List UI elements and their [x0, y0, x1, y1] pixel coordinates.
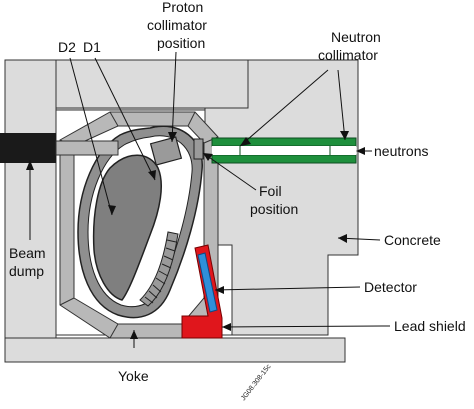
arrow-d2 [108, 205, 116, 215]
detector-assembly [181, 244, 223, 339]
label-detector: Detector [364, 279, 417, 295]
label-foil-line1: Foil [259, 183, 282, 199]
collimator-lower-plate [211, 154, 357, 164]
leader-foil [202, 152, 257, 191]
arrow-beam [26, 160, 34, 170]
arrow-detector [215, 286, 224, 294]
concrete-base [4, 337, 346, 363]
yoke-seam-6 [109, 323, 119, 339]
arrow-lead [222, 323, 231, 331]
beam-dump-block [0, 133, 56, 163]
arrow-neutron-right [340, 131, 349, 140]
arrow-neutron-left [240, 137, 251, 146]
label-d1: D1 [83, 39, 101, 55]
yoke-seam-7 [59, 297, 75, 306]
label-d2: D2 [58, 39, 76, 55]
label-beam-line2: dump [9, 263, 44, 279]
leader-neutron-right [337, 69, 346, 141]
label-neutrons: neutrons [374, 143, 428, 159]
leader-neutron-left [239, 69, 329, 147]
dee-ribbing [139, 231, 179, 307]
leader-d1 [94, 57, 156, 181]
neutron-collimator [211, 137, 357, 164]
detector [197, 252, 218, 313]
beam-pipe [55, 140, 119, 156]
leader-detector [214, 286, 361, 291]
label-neutron-line1: Neutron [331, 29, 381, 45]
label-neutron-line2: collimator [318, 47, 378, 63]
arrow-d1 [148, 170, 156, 180]
label-proton-line3: position [157, 35, 205, 51]
foil-position-marker [193, 138, 204, 160]
concrete-top-cap [37, 59, 249, 109]
figure-code: JG08.308-15c [240, 363, 273, 402]
collimator-upper-plate [211, 137, 357, 147]
proton-collimator [149, 136, 183, 166]
label-beam-line1: Beam [9, 245, 46, 261]
label-concrete: Concrete [384, 232, 441, 248]
beam-dump [0, 133, 119, 163]
label-foil-line2: position [250, 201, 298, 217]
label-lead-shield: Lead shield [394, 318, 466, 334]
label-proton-line2: collimator [147, 17, 207, 33]
arrow-concrete [338, 234, 347, 243]
arrow-foil [203, 153, 213, 161]
arrow-yoke [130, 330, 138, 339]
arrow-proton [168, 132, 177, 142]
leader-d2 [69, 57, 113, 216]
leader-lines [29, 51, 391, 348]
dee-d1 [92, 154, 163, 301]
yoke-seam-2 [187, 111, 196, 127]
collimator-channel [212, 146, 356, 155]
leader-lead [221, 325, 391, 328]
yoke-seam-1 [109, 111, 119, 127]
leader-proton [171, 51, 177, 143]
label-yoke: Yoke [118, 368, 149, 384]
lead-shield [181, 244, 223, 339]
label-proton-line1: Proton [162, 0, 203, 15]
